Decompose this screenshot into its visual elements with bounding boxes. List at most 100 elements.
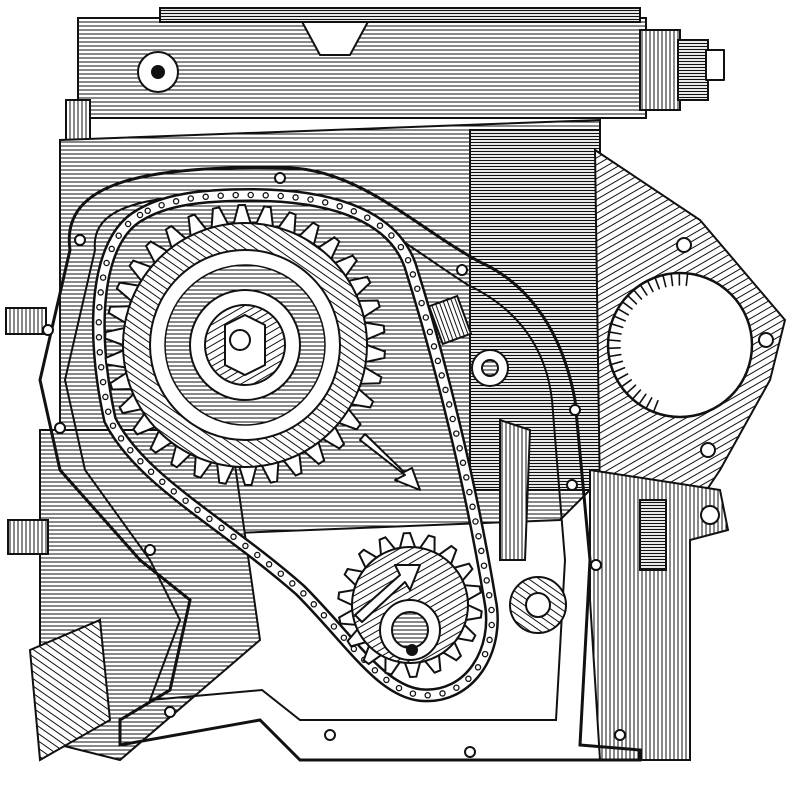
chain-link <box>480 562 488 569</box>
chain-link <box>217 192 224 199</box>
chain-link <box>124 220 132 228</box>
chain-link <box>336 203 343 210</box>
chain-link <box>465 675 472 683</box>
chain-link <box>230 533 237 541</box>
chain-link <box>194 506 201 514</box>
chain-link <box>442 386 449 394</box>
chain-link <box>483 577 490 584</box>
chain-link <box>445 401 453 408</box>
timing-chain <box>91 187 499 703</box>
chain-link <box>320 612 328 619</box>
chain-link <box>97 363 105 371</box>
chain-link <box>277 570 285 577</box>
chain-link <box>206 515 213 523</box>
chain-link <box>388 232 395 239</box>
flywheel-ring-gear <box>607 272 689 413</box>
chain-link <box>99 274 107 281</box>
cylinder-head <box>65 7 725 161</box>
chain-link <box>115 232 122 239</box>
chain-link <box>103 259 110 267</box>
chain-link <box>218 524 225 532</box>
chain-link <box>475 532 482 540</box>
bolt-hole <box>569 404 581 416</box>
chain-link <box>409 690 417 697</box>
chain-link <box>426 328 434 336</box>
chain-link <box>137 458 144 465</box>
chain-link <box>117 435 125 442</box>
crankshaft-sprocket <box>337 531 483 679</box>
chain-link <box>307 196 314 203</box>
bolt-hole <box>566 479 578 491</box>
chain-link <box>136 211 144 219</box>
timing-cover-gasket <box>38 166 642 762</box>
left-studs <box>5 307 49 555</box>
timing-mark-pointer <box>359 433 421 491</box>
bolt-hole <box>164 706 176 718</box>
bolt-hole <box>464 746 476 758</box>
chain-link <box>289 580 296 587</box>
chain-link <box>292 194 299 201</box>
bolt-hole <box>42 324 54 336</box>
bolt-hole <box>590 559 602 571</box>
chain-link <box>247 191 254 199</box>
bolt-hole <box>614 729 626 741</box>
gasket-bolt-holes <box>42 172 626 758</box>
chain-link <box>310 601 318 608</box>
chain-link <box>144 207 151 215</box>
chain-link <box>469 503 476 511</box>
chain-link <box>340 634 348 641</box>
lower-right-bracket <box>589 468 730 761</box>
chain-link <box>158 201 165 209</box>
chain-link <box>300 590 307 597</box>
chain-link <box>127 446 134 454</box>
chain-link <box>424 692 431 699</box>
chain-link <box>463 474 470 481</box>
bolt-hole <box>456 264 468 276</box>
chain-link <box>350 208 358 215</box>
chain-link <box>438 372 445 379</box>
chain-link <box>265 561 273 568</box>
chain-link <box>418 299 425 307</box>
chain-link <box>102 393 109 401</box>
chain-link <box>414 285 421 292</box>
chain-link <box>104 408 112 415</box>
chain-link <box>439 690 446 697</box>
chain-link <box>453 430 460 437</box>
chain-link <box>486 636 493 644</box>
chain-link <box>466 488 473 496</box>
chain-link <box>422 314 430 321</box>
chain-link <box>170 488 178 495</box>
chain-link <box>147 468 155 476</box>
chain-link <box>109 422 117 429</box>
bolt-hole <box>274 172 286 184</box>
flywheel-housing-plate <box>593 148 787 501</box>
chain-link <box>242 542 249 550</box>
chain-link <box>96 349 104 356</box>
chain-link <box>430 343 438 350</box>
chain-link <box>472 518 479 525</box>
chain-tensioner <box>427 294 567 634</box>
chain-link <box>456 444 463 452</box>
chain-link <box>364 214 371 221</box>
chain-link <box>187 195 195 202</box>
chain-link <box>99 378 107 386</box>
bolt-hole <box>144 544 156 556</box>
chain-link <box>395 684 403 692</box>
bolt-hole <box>324 729 336 741</box>
chain-link <box>371 667 379 674</box>
chain-link <box>232 191 239 199</box>
chain-link <box>172 198 180 205</box>
chain-link <box>95 319 103 326</box>
chain-link <box>449 415 456 423</box>
chain-link <box>95 334 103 341</box>
chain-link <box>330 623 338 630</box>
chain-link <box>350 645 358 653</box>
chain-link <box>488 621 495 629</box>
chain-link <box>277 192 284 200</box>
chain-link <box>96 304 103 311</box>
chain-link <box>97 289 104 296</box>
chain-link <box>202 193 209 201</box>
chain-link <box>397 243 405 251</box>
chain-link <box>488 606 495 614</box>
